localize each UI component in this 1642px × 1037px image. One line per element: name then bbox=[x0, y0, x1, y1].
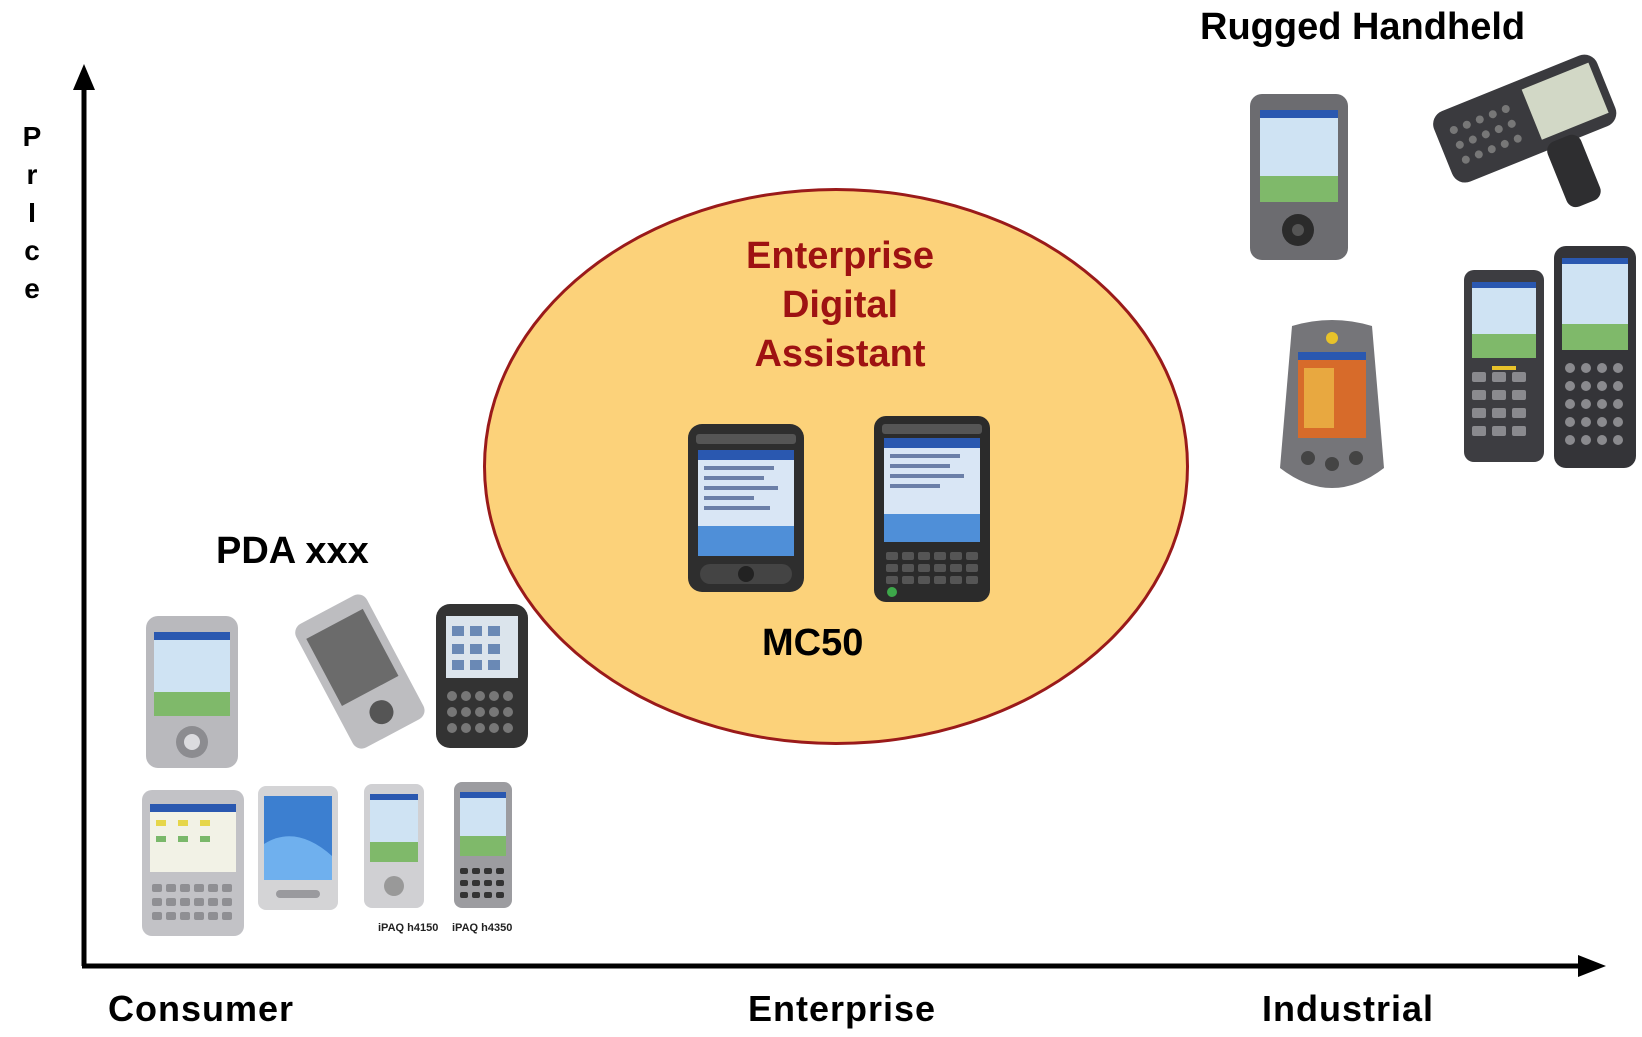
pda-device-icon bbox=[146, 616, 238, 768]
eda-title-line: Enterprise bbox=[746, 235, 934, 277]
y-axis-title: P r I c e bbox=[14, 118, 50, 308]
pda-device-icon bbox=[258, 786, 338, 910]
rugged-handheld-icon bbox=[1280, 320, 1384, 488]
smartphone-device-icon bbox=[874, 416, 990, 602]
x-category-consumer: Consumer bbox=[108, 988, 295, 1029]
pda-device-icon bbox=[364, 784, 424, 908]
eda-model-label: MC50 bbox=[762, 622, 864, 664]
x-category-industrial: Industrial bbox=[1262, 988, 1435, 1029]
smartphone-device-icon bbox=[436, 604, 528, 748]
enterprise-ellipse bbox=[483, 188, 1189, 745]
y-axis-title-letter: P bbox=[22, 121, 42, 152]
y-axis-title-letter: e bbox=[24, 273, 40, 304]
x-category-enterprise: Enterprise bbox=[748, 988, 937, 1029]
y-axis-title-letter: c bbox=[24, 235, 40, 266]
eda-title-line: Assistant bbox=[754, 333, 926, 375]
rugged-handheld-icon bbox=[1250, 94, 1348, 260]
barcode-scanner-icon bbox=[1433, 54, 1617, 208]
device-caption: iPAQ h4350 bbox=[452, 922, 513, 934]
device-caption: iPAQ h4150 bbox=[378, 922, 439, 934]
pda-device-icon bbox=[142, 790, 244, 936]
eda-title: Enterprise Digital Assistant bbox=[680, 232, 1000, 379]
smartphone-device-icon bbox=[454, 782, 512, 908]
y-axis-title-letter: r bbox=[26, 159, 38, 190]
rugged-group-title: Rugged Handheld bbox=[1200, 6, 1526, 48]
rugged-handheld-icon bbox=[1554, 246, 1636, 468]
eda-title-line: Digital bbox=[781, 284, 899, 326]
pda-device-icon bbox=[688, 424, 804, 592]
y-axis-arrowhead bbox=[73, 64, 95, 90]
pda-device-icon bbox=[295, 594, 425, 749]
pda-group-title: PDA xxx bbox=[216, 530, 369, 572]
y-axis-title-letter: I bbox=[28, 197, 36, 228]
x-axis-arrowhead bbox=[1578, 955, 1606, 977]
rugged-handheld-icon bbox=[1464, 270, 1544, 462]
